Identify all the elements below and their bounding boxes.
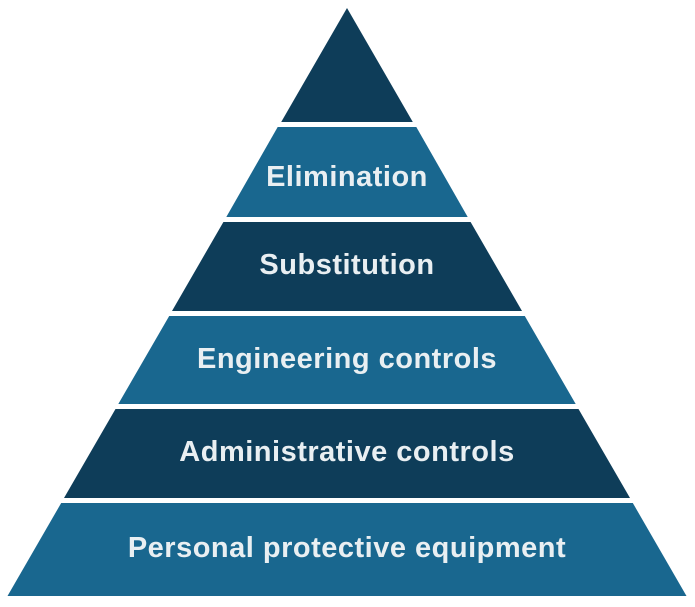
- level-label-administrative-controls: Administrative controls: [179, 436, 514, 468]
- pyramid-level-administrative-controls: [64, 409, 630, 498]
- level-label-engineering-controls: Engineering controls: [197, 343, 497, 375]
- pyramid-level-engineering-controls: [118, 316, 576, 404]
- level-label-personal-protective-equipment: Personal protective equipment: [128, 532, 566, 564]
- pyramid-level-personal-protective-equipment: [7, 503, 687, 596]
- level-label-substitution: Substitution: [259, 249, 434, 281]
- pyramid-level-elimination: [226, 127, 468, 217]
- pyramid-level-apex: [281, 8, 413, 122]
- pyramid-level-substitution: [172, 222, 522, 311]
- level-label-elimination: Elimination: [266, 161, 428, 193]
